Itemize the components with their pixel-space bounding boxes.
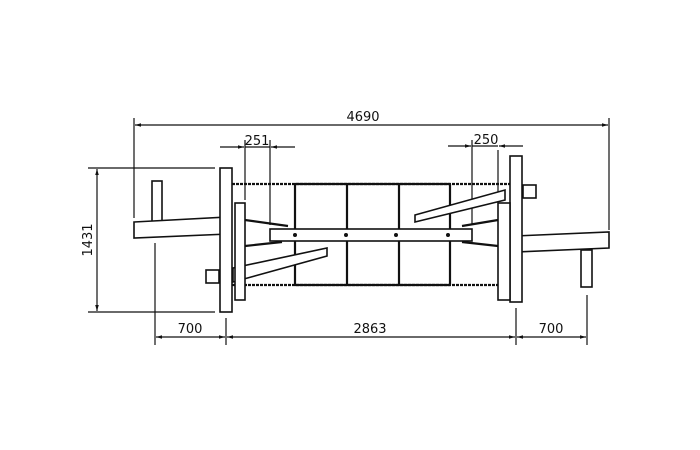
dimension-label: 700	[539, 322, 564, 337]
dimension-label: 2863	[353, 322, 386, 337]
right-plate	[497, 202, 511, 301]
left-support	[133, 167, 246, 313]
right-diagonal-arm	[414, 188, 506, 224]
dimension-label: 700	[178, 322, 203, 337]
right-post	[509, 155, 523, 303]
left-leg	[151, 180, 163, 223]
left-block	[205, 269, 220, 284]
dimension-height: 1431	[81, 167, 215, 313]
right-leg	[580, 249, 593, 288]
dimension-bottom: 700 2863 700	[154, 243, 588, 345]
dimension-label: 1431	[81, 223, 96, 256]
left-diagonal-arm	[232, 247, 328, 284]
left-arm	[133, 216, 229, 239]
right-block	[522, 184, 537, 199]
right-support	[497, 155, 610, 303]
dimension-overall-length: 4690	[133, 110, 610, 230]
left-plate	[234, 202, 246, 301]
dimension-left-offset: 251	[220, 134, 295, 225]
dimension-label: 251	[245, 134, 270, 149]
dimension-label: 250	[474, 133, 499, 148]
dimension-label: 4690	[346, 110, 379, 125]
struts	[232, 188, 506, 284]
right-arm	[514, 231, 610, 253]
left-post	[219, 167, 233, 313]
center-beam	[269, 228, 473, 242]
dimension-right-offset: 250	[448, 133, 523, 225]
